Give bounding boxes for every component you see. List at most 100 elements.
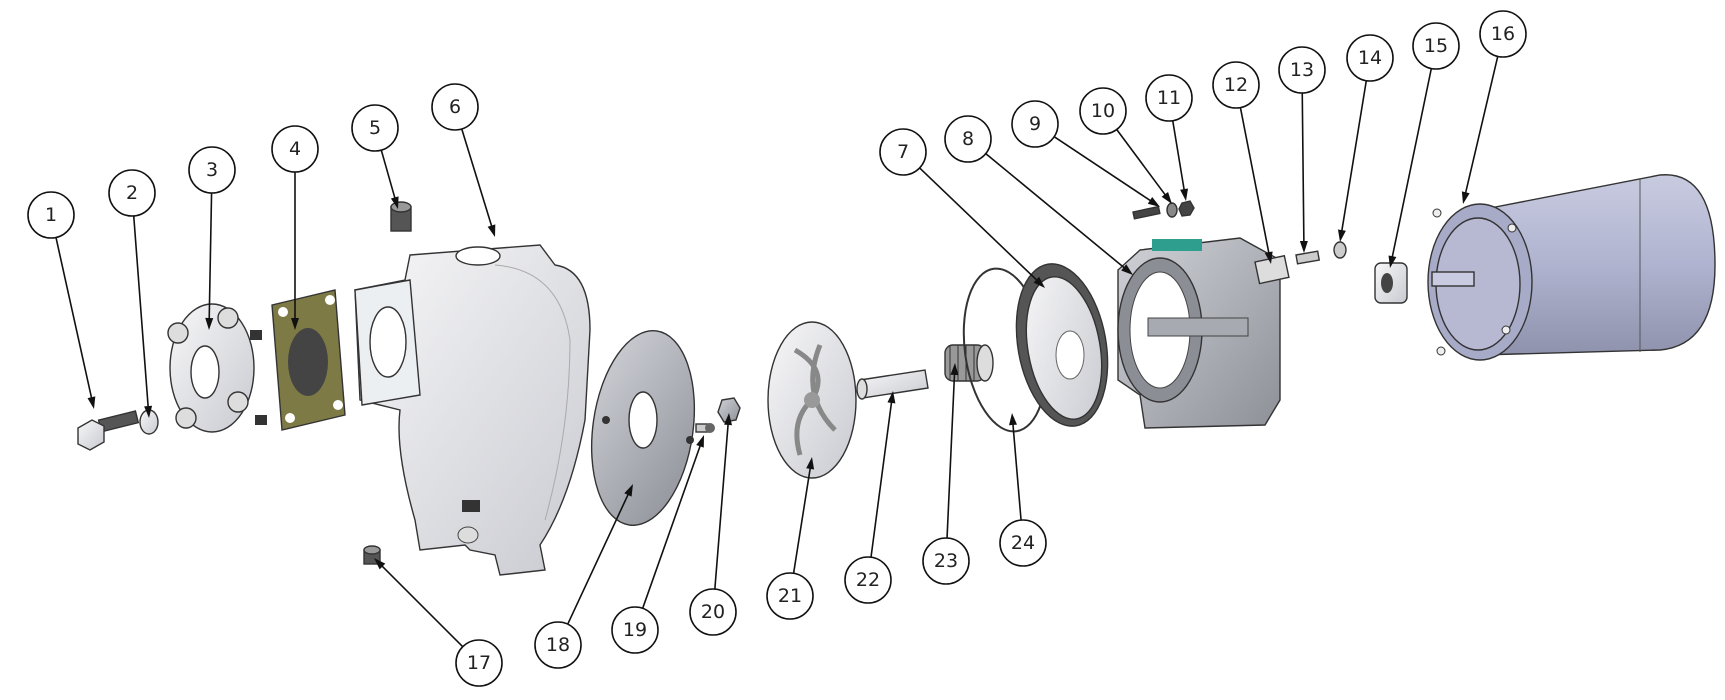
callout-balloon-13: 13 [1278,46,1326,253]
balloon-circle [766,572,814,620]
callout-balloon-7: 7 [879,128,1045,288]
part-motor-washer [1333,241,1347,259]
balloon-circle [1278,46,1326,94]
leader-line [1301,92,1305,246]
leader-arrowhead [950,363,959,376]
balloon-circle [431,83,479,131]
leader-arrowhead [696,435,704,448]
part-motor-bolt [1295,250,1321,265]
leader-arrowhead [291,318,299,330]
callout-balloon-17: 17 [374,558,503,687]
callout-balloon-11: 11 [1145,74,1193,201]
balloon-circle [455,639,503,687]
part-screw [695,423,715,433]
callout-balloon-19: 19 [611,435,704,654]
leader-arrowhead [1180,188,1188,201]
part-wear-plate [590,330,696,526]
leader-arrowhead [1147,197,1160,207]
callout-balloon-20: 20 [689,413,737,636]
leader-line [1011,420,1022,521]
balloon-circle [108,169,156,217]
leader-arrowhead [390,196,399,209]
part-bracket-nut [1178,200,1195,217]
balloon-circle [1479,10,1527,58]
callout-balloon-10: 10 [1079,87,1172,204]
balloon-number: 22 [856,569,880,591]
leader-line [1239,107,1271,257]
balloon-circle [879,128,927,176]
balloon-circle [999,519,1047,567]
part-seal-plate [1015,263,1109,427]
leader-line [379,563,464,648]
leader-line [714,420,730,590]
leader-arrowhead [1264,251,1273,264]
callout-balloon-9: 9 [1011,100,1160,207]
leader-arrowhead [624,484,633,497]
callout-balloon-24: 24 [999,413,1047,567]
balloon-number: 24 [1011,532,1035,554]
parts-layer [77,174,1716,576]
leader-arrowhead [1033,276,1045,288]
callout-balloon-14: 14 [1337,34,1394,242]
callout-balloon-3: 3 [188,146,236,330]
leader-arrowhead [724,413,733,426]
callout-balloon-6: 6 [431,83,496,237]
balloon-number: 1 [45,204,57,226]
leader-line [1340,80,1368,235]
balloon-circle [1212,61,1260,109]
part-gasket [271,289,346,431]
balloon-number: 11 [1157,87,1181,109]
balloon-circle [534,621,582,669]
balloon-number: 9 [1029,113,1041,135]
part-bracket-screw [1132,205,1161,220]
balloon-number: 3 [206,159,218,181]
balloon-circle [27,191,75,239]
balloon-number: 12 [1224,74,1248,96]
balloon-circle [689,588,737,636]
leader-arrowhead [205,317,214,330]
balloon-number: 16 [1491,23,1515,45]
leader-arrowhead [87,396,96,409]
balloon-circle [1412,22,1460,70]
balloon-number: 5 [369,117,381,139]
balloon-number: 8 [962,128,974,150]
callout-balloon-5: 5 [351,104,399,209]
balloon-number: 10 [1091,100,1115,122]
leader-arrowhead [374,558,386,570]
leader-line [985,153,1128,271]
leader-line [641,442,703,609]
balloon-circle [1145,74,1193,122]
callout-balloon-23: 23 [922,363,970,585]
leader-arrowhead [1161,191,1172,204]
callout-balloon-2: 2 [108,169,156,418]
callout-balloon-12: 12 [1212,61,1273,264]
balloon-circle [1011,100,1059,148]
callout-balloon-1: 1 [27,191,96,409]
balloon-circle [271,125,319,173]
leader-line [1171,120,1186,194]
part-flange [167,303,267,433]
balloon-circle [1079,87,1127,135]
leader-arrowhead [1461,191,1470,204]
balloon-number: 7 [897,141,909,163]
leader-arrowhead [1009,413,1017,426]
balloon-circle [944,115,992,163]
balloon-number: 2 [126,182,138,204]
leader-line [870,398,893,558]
balloon-number: 20 [701,601,725,623]
callout-balloon-18: 18 [534,484,633,669]
part-bolt [77,410,140,451]
part-bracket-washer [1166,202,1178,218]
leader-arrowhead [1299,240,1308,253]
balloon-number: 21 [778,585,802,607]
leader-line [1390,68,1433,261]
leader-arrowhead [887,391,896,404]
callout-balloon-21: 21 [766,457,815,620]
part-shaft-sleeve [856,369,929,400]
callout-balloon-16: 16 [1461,10,1527,204]
leader-line [55,237,94,402]
balloon-number: 13 [1290,59,1314,81]
balloon-number: 6 [449,96,461,118]
leader-line [460,128,494,230]
leader-line [208,192,213,323]
